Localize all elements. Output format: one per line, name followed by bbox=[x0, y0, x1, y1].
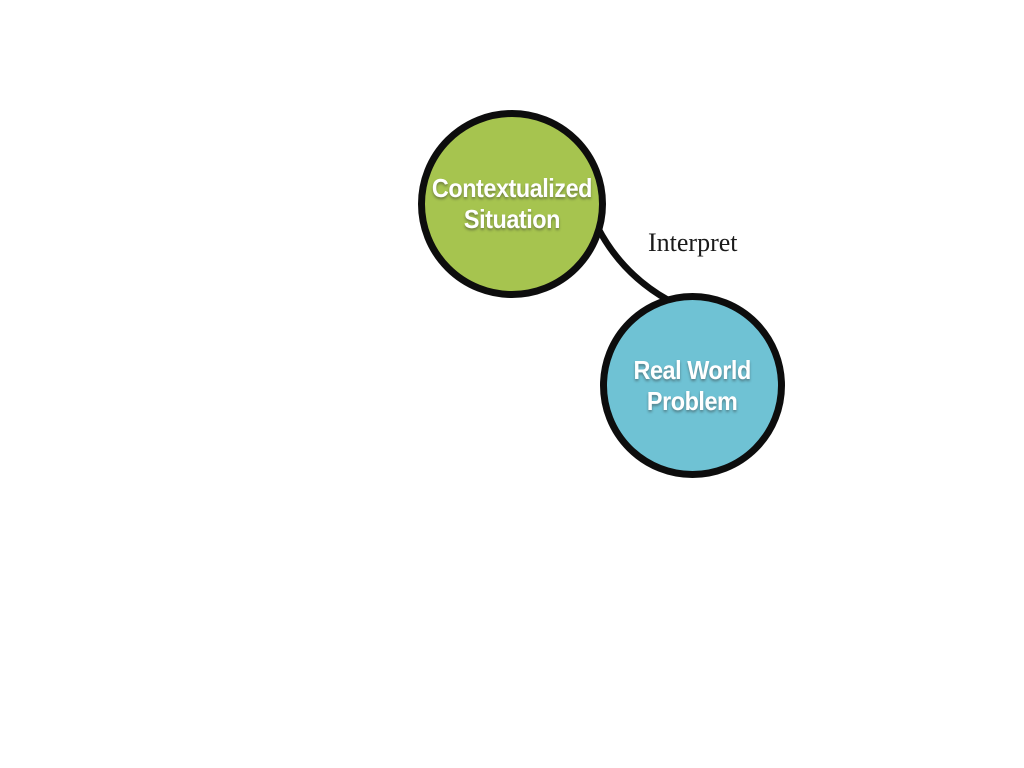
node-label-line: Contextualized bbox=[431, 173, 593, 203]
edge-label-interpret: Interpret bbox=[648, 228, 738, 257]
node-contextualized-situation-label: Contextualized Situation bbox=[431, 173, 593, 235]
node-label-line: Real World bbox=[633, 354, 752, 385]
node-contextualized-situation: Contextualized Situation bbox=[418, 110, 606, 298]
node-real-world-problem-label: Real World Problem bbox=[633, 354, 752, 417]
node-label-line: Situation bbox=[463, 204, 561, 234]
node-real-world-problem: Real World Problem bbox=[600, 293, 785, 478]
node-label-line: Problem bbox=[647, 385, 738, 416]
